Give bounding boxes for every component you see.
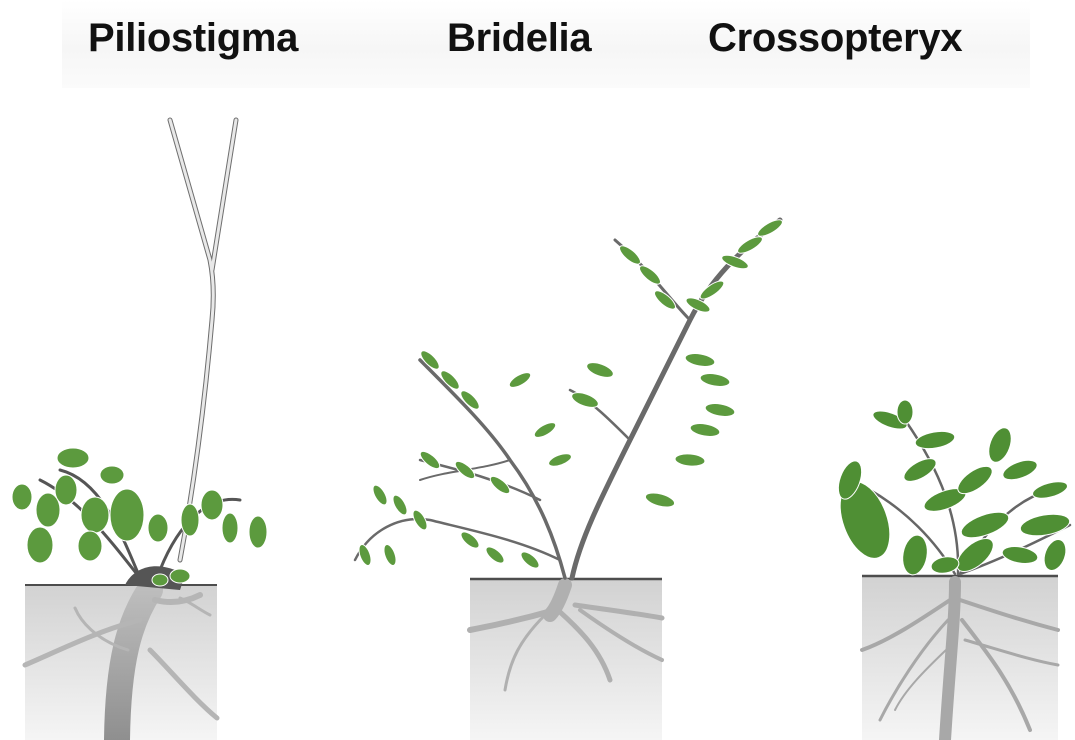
leaves <box>831 400 1072 578</box>
